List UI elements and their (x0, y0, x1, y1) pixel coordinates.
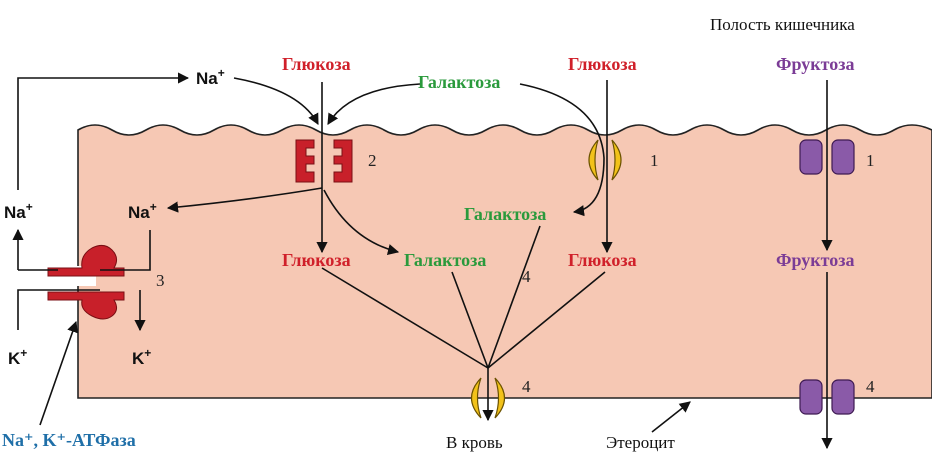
na-k-atpase-icon (47, 244, 125, 320)
galactose-right-to-blood (487, 225, 541, 369)
galactose-label-top: Галактоза (418, 72, 500, 92)
fructose-label-top: Фруктоза (776, 54, 854, 74)
glucose-label-inside-left: Глюкоза (282, 250, 351, 270)
galactose-glut-arrow (519, 83, 605, 217)
number-4-middle-upper: 4 (522, 267, 531, 286)
na-label-top: Na+ (196, 66, 225, 88)
glucose-label-top-right: Глюкоза (568, 54, 637, 74)
pump-label: Na⁺, K⁺-АТФаза (2, 430, 136, 450)
sglt-transporter-icon (295, 139, 353, 183)
na-loop-arrow (17, 72, 190, 190)
enterocyte-label: Этероцит (606, 433, 675, 452)
glut5-transporter-icon (799, 139, 855, 175)
galactose-label-inside: Галактоза (404, 250, 486, 270)
number-4-basal-middle: 4 (522, 377, 531, 396)
na-label-inside: Na+ (128, 200, 157, 222)
enterocyte-pointer-arrow (651, 401, 691, 433)
galactose-label-middle: Галактоза (464, 204, 546, 224)
number-1-right: 1 (866, 151, 875, 170)
basolateral-right-transporter-icon (799, 379, 855, 415)
number-2: 2 (368, 151, 377, 170)
galactose-to-sglt-arrow (327, 83, 421, 125)
na-in-arrow (100, 230, 151, 271)
na-sglt-exit-arrow (166, 187, 323, 213)
galactose-sglt-exit-arrow (323, 189, 400, 255)
fructose-label-inside: Фруктоза (776, 250, 854, 270)
to-blood-label: В кровь (446, 433, 503, 452)
glucose-right-to-blood (487, 271, 606, 369)
glut2-transporter-icon (588, 139, 622, 181)
na-label-left: Na+ (4, 200, 33, 222)
glucose-label-top-left: Глюкоза (282, 54, 351, 74)
k-in-line (17, 289, 100, 330)
pump-label-arrow (39, 320, 78, 426)
k-label-inside: K+ (132, 346, 151, 368)
lumen-label: Полость кишечника (710, 15, 855, 34)
number-3: 3 (156, 271, 165, 290)
basolateral-glut-icon (470, 377, 506, 419)
na-to-sglt-arrow (233, 77, 319, 125)
glucose-label-inside-right: Глюкоза (568, 250, 637, 270)
galactose-to-blood (451, 271, 489, 369)
glucose-left-to-blood (321, 267, 489, 369)
number-1-middle: 1 (650, 151, 659, 170)
k-label-left: K+ (8, 346, 27, 368)
number-4-basal-right: 4 (866, 377, 875, 396)
